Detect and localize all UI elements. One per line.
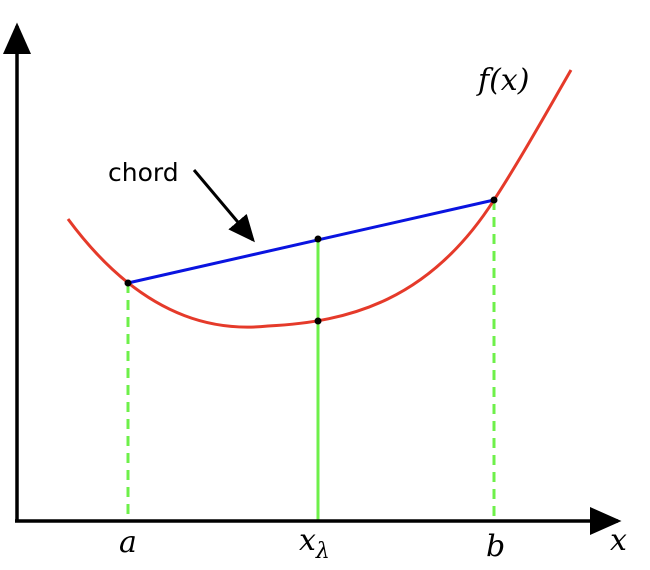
x-axis-label: x — [610, 523, 627, 558]
tick-label-x-lambda: xλ — [299, 523, 330, 564]
chord-pointer-arrow — [192, 169, 255, 243]
tick-label-lambda-subscript: λ — [315, 539, 330, 564]
tick-label-a: a — [119, 525, 137, 560]
point-a-on-curve — [124, 279, 132, 287]
point-on-chord — [314, 235, 322, 243]
tick-label-b: b — [486, 529, 505, 564]
tick-label-x: x — [299, 523, 316, 558]
function-label: f(x) — [476, 63, 529, 98]
point-b-on-curve — [490, 196, 498, 204]
function-curve — [66, 69, 573, 329]
chord-line — [127, 198, 495, 285]
chord-label: chord — [108, 158, 179, 187]
point-on-curve-x-lambda — [314, 317, 322, 325]
